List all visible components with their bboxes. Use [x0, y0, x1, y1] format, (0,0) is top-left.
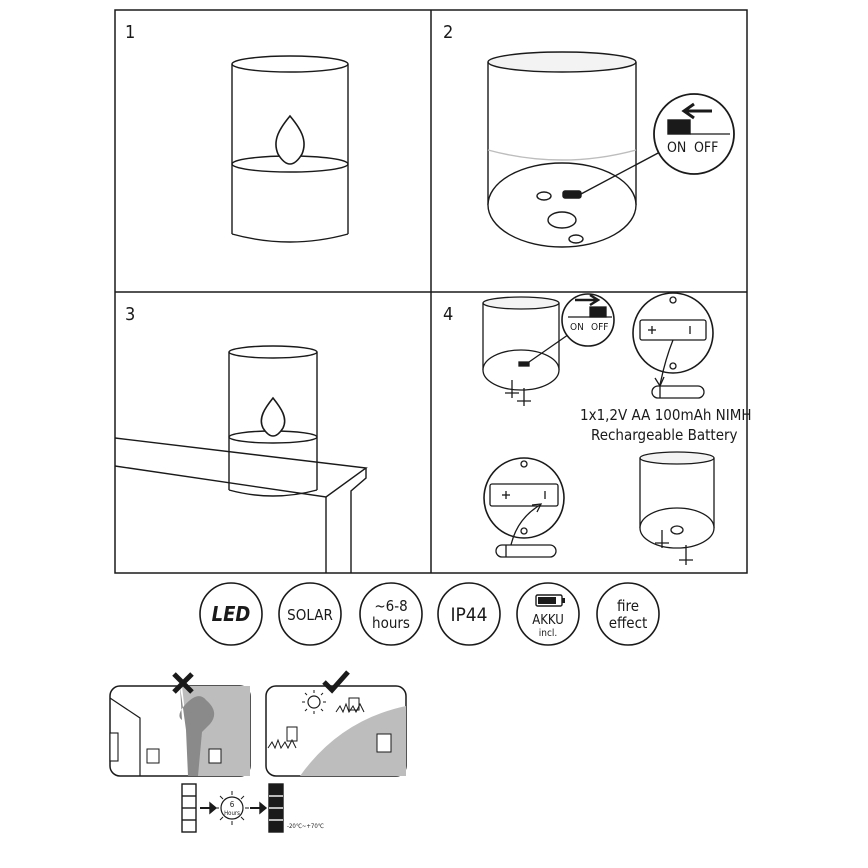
fire-label-1: fire	[617, 597, 639, 615]
check-icon	[322, 670, 350, 694]
sun-icon	[220, 796, 244, 820]
battery-replacement-illustration	[482, 292, 715, 565]
lantern-illustration-1	[231, 55, 349, 243]
ip44-label: IP44	[450, 604, 487, 626]
placement-shade-wrong	[109, 672, 251, 777]
solar-label: SOLAR	[287, 606, 333, 624]
feature-icons	[199, 582, 660, 646]
panel-number-3: 3	[125, 304, 135, 325]
switch-on-label-2: ON	[667, 140, 686, 156]
akku-label-1: AKKU	[532, 613, 564, 628]
hours-icon	[359, 582, 423, 646]
lantern-bottom-illustration	[487, 51, 735, 248]
panel-number-2: 2	[443, 22, 453, 43]
panel-number-4: 4	[443, 304, 453, 325]
hours-label-2: hours	[372, 614, 410, 632]
charging-diagram	[181, 783, 284, 833]
sun-hours-label: Hours	[224, 810, 240, 817]
switch-on-label-4: ON	[570, 322, 584, 333]
panel-number-1: 1	[125, 22, 135, 43]
cross-icon	[172, 672, 194, 694]
battery-spec-line2: Rechargeable Battery	[591, 426, 738, 444]
fire-effect-icon	[596, 582, 660, 646]
flame-icon	[275, 114, 305, 165]
switch-off-label-2: OFF	[694, 140, 718, 156]
hours-label-1: ~6-8	[374, 597, 407, 615]
panel-grid	[114, 9, 748, 574]
sun-icon	[307, 695, 321, 709]
led-label: LED	[212, 602, 251, 626]
akku-label-2: incl.	[539, 628, 558, 639]
led-icon	[199, 582, 263, 646]
ip44-icon	[437, 582, 501, 646]
temperature-range: -20℃~+70℃	[287, 823, 324, 830]
fire-label-2: effect	[609, 614, 648, 632]
placement-sun-right	[265, 670, 407, 777]
lantern-on-table-illustration	[114, 345, 368, 573]
battery-spec-line1: 1x1,2V AA 100mAh NIMH	[580, 406, 752, 424]
switch-off-label-4: OFF	[591, 322, 608, 333]
flame-icon	[260, 396, 286, 437]
sun-hours-number: 6	[230, 800, 235, 809]
solar-icon	[278, 582, 342, 646]
akku-icon	[516, 582, 580, 646]
